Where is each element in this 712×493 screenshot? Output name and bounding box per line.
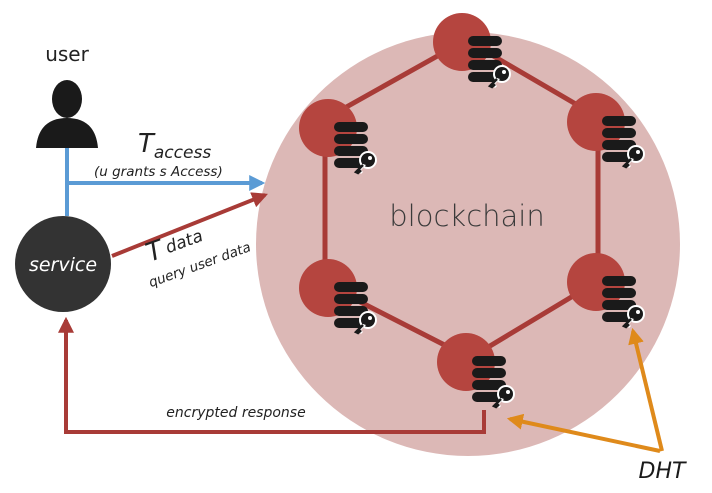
t-data-label-group: Tdata query user data <box>142 226 253 291</box>
user-silhouette-icon <box>36 80 98 148</box>
t-access-note: (u grants s Access) <box>94 164 223 180</box>
blockchain-label: blockchain <box>389 199 544 233</box>
node-top-right <box>567 93 647 170</box>
t-access-subscript: access <box>154 143 211 163</box>
dht-label: DHT <box>639 459 687 484</box>
node-bottom-right <box>567 253 647 330</box>
node-bottom <box>437 333 517 410</box>
dht-arrow-node-bottom <box>506 413 661 453</box>
dht-arrow-node-right <box>628 327 664 452</box>
service-label: service <box>29 254 97 276</box>
t-access-label: Taccess <box>138 129 211 163</box>
service-node <box>15 216 111 312</box>
user-label: user <box>45 42 89 66</box>
node-bottom-left <box>299 259 379 336</box>
blockchain-circle <box>256 32 680 456</box>
encrypted-response-arrow <box>58 316 486 434</box>
t-data-arrow <box>111 192 268 258</box>
t-data-subscript: data <box>163 226 206 258</box>
t-access-symbol: T <box>138 129 156 159</box>
encrypted-response-label: encrypted response <box>166 405 305 421</box>
node-top-left <box>299 99 379 176</box>
node-top <box>433 13 513 90</box>
